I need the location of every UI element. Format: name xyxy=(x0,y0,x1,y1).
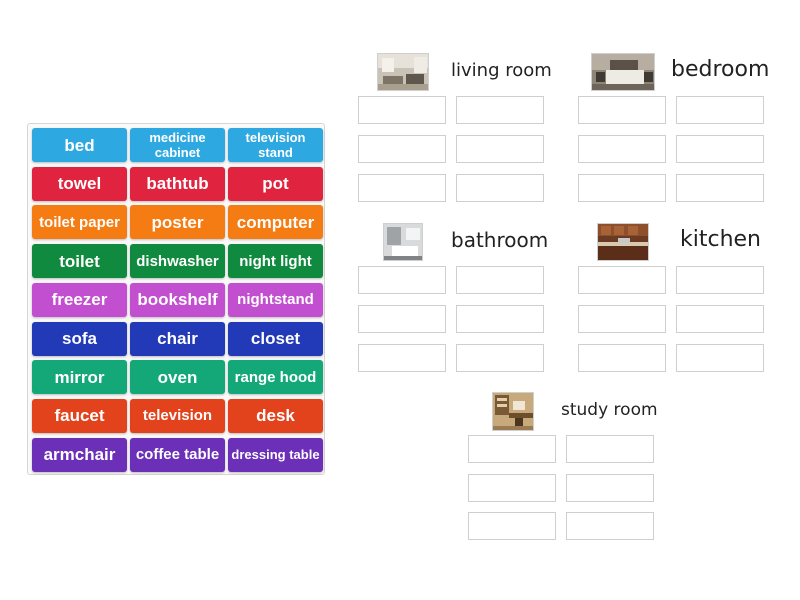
group-title: study room xyxy=(561,400,658,420)
drop-slot[interactable] xyxy=(578,344,666,372)
bathroom-image xyxy=(383,223,423,261)
drop-slot[interactable] xyxy=(676,344,764,372)
word-tile[interactable]: mirror xyxy=(32,360,127,395)
drop-slot[interactable] xyxy=(456,266,544,294)
drop-slot[interactable] xyxy=(358,135,446,163)
word-tile[interactable]: oven xyxy=(130,360,225,395)
word-tile[interactable]: dishwasher xyxy=(130,244,225,279)
drop-slot[interactable] xyxy=(566,512,654,540)
word-tile[interactable]: computer xyxy=(228,205,323,240)
drop-slot[interactable] xyxy=(358,344,446,372)
group-title: bathroom xyxy=(451,228,549,252)
word-tile[interactable]: desk xyxy=(228,398,323,433)
drop-slot[interactable] xyxy=(578,96,666,124)
drop-slot[interactable] xyxy=(456,135,544,163)
word-tile[interactable]: closet xyxy=(228,321,323,356)
drop-slot[interactable] xyxy=(358,305,446,333)
word-tile[interactable]: medicine cabinet xyxy=(130,128,225,162)
drop-slot[interactable] xyxy=(456,344,544,372)
drop-slot[interactable] xyxy=(456,174,544,202)
word-tile[interactable]: bookshelf xyxy=(130,282,225,317)
drop-slot[interactable] xyxy=(358,266,446,294)
word-tile[interactable]: freezer xyxy=(32,282,127,317)
word-tile[interactable]: television xyxy=(130,398,225,433)
word-tile[interactable]: faucet xyxy=(32,398,127,433)
bedroom-image xyxy=(591,53,655,91)
drop-slot[interactable] xyxy=(566,435,654,463)
word-tile[interactable]: coffee table xyxy=(130,437,225,472)
drop-slot[interactable] xyxy=(358,96,446,124)
word-tile[interactable]: bathtub xyxy=(130,166,225,201)
word-tile[interactable]: sofa xyxy=(32,321,127,356)
drop-slot[interactable] xyxy=(468,435,556,463)
living-room-image xyxy=(377,53,429,91)
drop-slot[interactable] xyxy=(676,96,764,124)
drop-slot[interactable] xyxy=(676,305,764,333)
drop-slot[interactable] xyxy=(566,474,654,502)
drop-slot[interactable] xyxy=(456,305,544,333)
word-tile[interactable]: chair xyxy=(130,321,225,356)
drop-slot[interactable] xyxy=(676,174,764,202)
drop-slot[interactable] xyxy=(578,135,666,163)
drop-slot[interactable] xyxy=(676,266,764,294)
study-room-image xyxy=(492,392,534,431)
drop-slot[interactable] xyxy=(456,96,544,124)
word-tile[interactable]: television stand xyxy=(228,128,323,162)
drop-slot[interactable] xyxy=(578,174,666,202)
word-tile[interactable]: towel xyxy=(32,166,127,201)
word-tile[interactable]: toilet xyxy=(32,244,127,279)
word-tile[interactable]: pot xyxy=(228,166,323,201)
kitchen-image xyxy=(597,223,649,261)
drop-slot[interactable] xyxy=(578,305,666,333)
word-tile[interactable]: bed xyxy=(32,128,127,162)
word-tile[interactable]: armchair xyxy=(32,437,127,472)
drop-slot[interactable] xyxy=(468,474,556,502)
word-tile[interactable]: nightstand xyxy=(228,282,323,317)
drop-slot[interactable] xyxy=(358,174,446,202)
drop-slot[interactable] xyxy=(578,266,666,294)
drop-slot[interactable] xyxy=(676,135,764,163)
group-title: kitchen xyxy=(680,227,761,252)
word-tile[interactable]: poster xyxy=(130,205,225,240)
word-tile[interactable]: night light xyxy=(228,244,323,279)
group-title: bedroom xyxy=(671,57,770,82)
word-tile[interactable]: toilet paper xyxy=(32,205,127,240)
group-title: living room xyxy=(451,60,552,81)
word-tile[interactable]: dressing table xyxy=(228,437,323,472)
drop-slot[interactable] xyxy=(468,512,556,540)
word-tile[interactable]: range hood xyxy=(228,360,323,395)
